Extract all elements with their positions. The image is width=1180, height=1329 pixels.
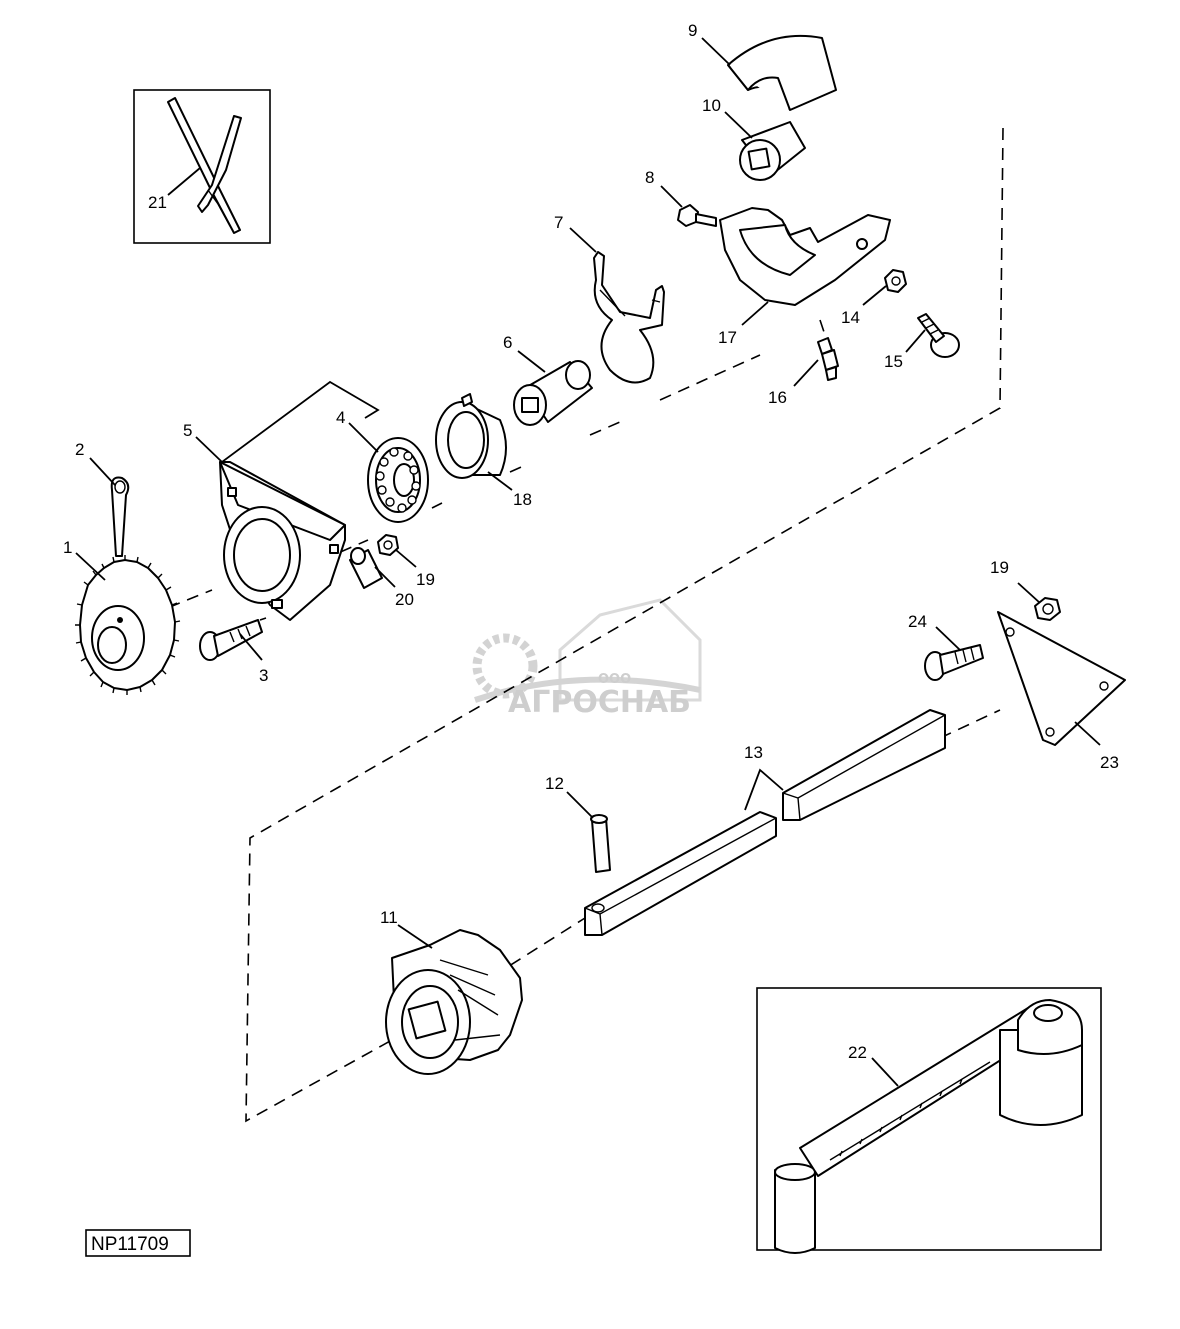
watermark-logo: ООО АГРОСНАБ [472,598,702,720]
leader-lines [75,37,1101,1087]
inset-box-pliers [133,89,271,244]
callout-5: 5 [183,421,192,440]
part-1-gear [75,555,181,695]
callout-23: 23 [1100,753,1119,772]
part-20-spacer [349,547,383,589]
figure-id: NP11709 [91,1234,169,1255]
part-19-nut-lower [1034,597,1061,621]
callout-2: 2 [75,440,84,459]
part-2-cotter-pin [110,476,130,557]
callout-3: 3 [259,666,268,685]
part-15-carriage-bolt [917,313,960,358]
part-6-sleeve [513,360,593,426]
part-19-nut-upper [377,534,399,556]
callout-4: 4 [336,408,345,427]
callout-13: 13 [744,743,763,762]
callout-19-upper: 19 [416,570,435,589]
callout-22: 22 [848,1043,867,1062]
part-17-bracket [719,207,891,306]
figure-id-box: NP11709 [85,1229,191,1257]
part-3-carriage-bolt [199,619,263,661]
watermark-main-text: АГРОСНАБ [508,685,691,720]
callout-1: 1 [63,538,72,557]
assembly-centerlines [149,127,1004,1123]
part-4-ball-bearing [367,437,429,523]
callout-12: 12 [545,774,564,793]
callout-21: 21 [148,193,167,212]
callout-9: 9 [688,21,697,40]
callout-11: 11 [380,908,398,927]
part-23-plate [997,611,1126,746]
callout-24: 24 [908,612,927,631]
part-5-bearing-housing [219,461,346,621]
callout-labels: 1 2 3 4 5 6 7 8 9 10 11 12 13 14 15 16 1… [63,21,1119,1062]
callout-7: 7 [554,213,563,232]
part-11-metering-wheel [385,929,523,1075]
callout-19-lower: 19 [990,558,1009,577]
part-9-bearing-shell [727,34,837,111]
part-13-square-shaft [584,709,946,936]
part-12-roll-pin [590,814,611,873]
inset-box-alignment-tool [756,987,1102,1254]
callout-14: 14 [841,308,860,327]
callout-16: 16 [768,388,787,407]
part-16-grease-fitting [817,337,839,381]
part-18-locking-collar [435,393,507,479]
watermark-small-text: ООО [598,672,631,687]
callout-15: 15 [884,352,903,371]
callout-6: 6 [503,333,512,352]
part-7-spring-clip [593,251,665,384]
callout-18: 18 [513,490,532,509]
part-10-square-bushing [739,121,806,181]
part-8-screw [677,204,717,227]
callout-10: 10 [702,96,721,115]
part-14-nut [884,269,907,293]
callout-20: 20 [395,590,414,609]
part-24-carriage-bolt [924,644,984,681]
callout-17: 17 [718,328,737,347]
callout-8: 8 [645,168,654,187]
